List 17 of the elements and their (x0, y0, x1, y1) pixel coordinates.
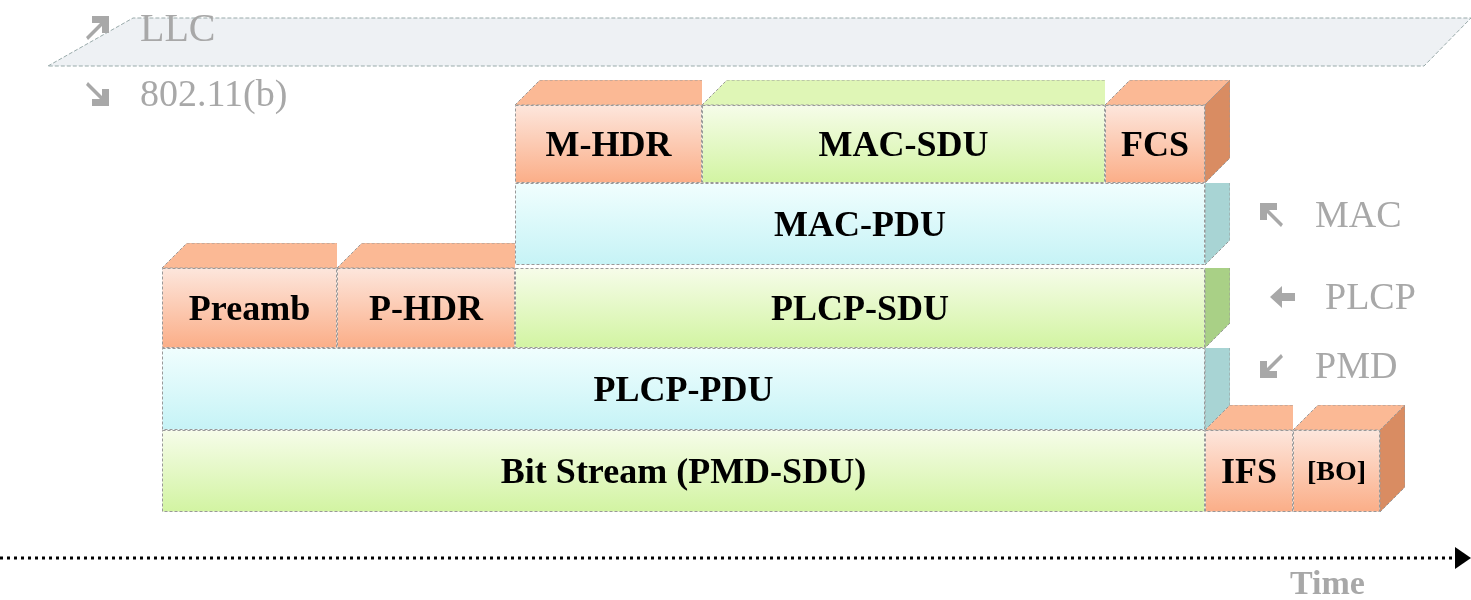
block-label: M-HDR (545, 123, 672, 165)
layer-name: PMD (1315, 346, 1398, 384)
block-label: [BO] (1306, 455, 1367, 487)
block-label: MAC-SDU (818, 123, 989, 165)
block-label: PLCP-SDU (771, 287, 949, 329)
block-label: Preamb (188, 287, 311, 329)
block-label: P-HDR (369, 287, 483, 329)
layer-name: MAC (1315, 195, 1402, 233)
layer-name: LLC (140, 8, 216, 48)
axis-label: Time (1290, 566, 1365, 600)
block-label: IFS (1221, 450, 1277, 492)
layer-name: PLCP (1325, 277, 1416, 315)
layer-name: 802.11(b) (140, 74, 288, 112)
block-label: Bit Stream (PMD-SDU) (500, 450, 867, 492)
block-label: PLCP-PDU (593, 368, 774, 410)
block-label: MAC-PDU (774, 203, 946, 245)
block-label: FCS (1121, 123, 1189, 165)
